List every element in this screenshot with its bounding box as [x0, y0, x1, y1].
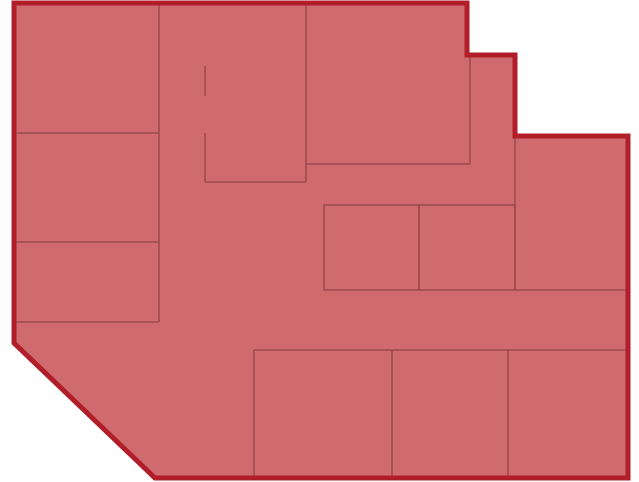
room-dividers	[14, 3, 628, 478]
floor-area	[14, 3, 628, 478]
building-outline	[11, 0, 631, 481]
